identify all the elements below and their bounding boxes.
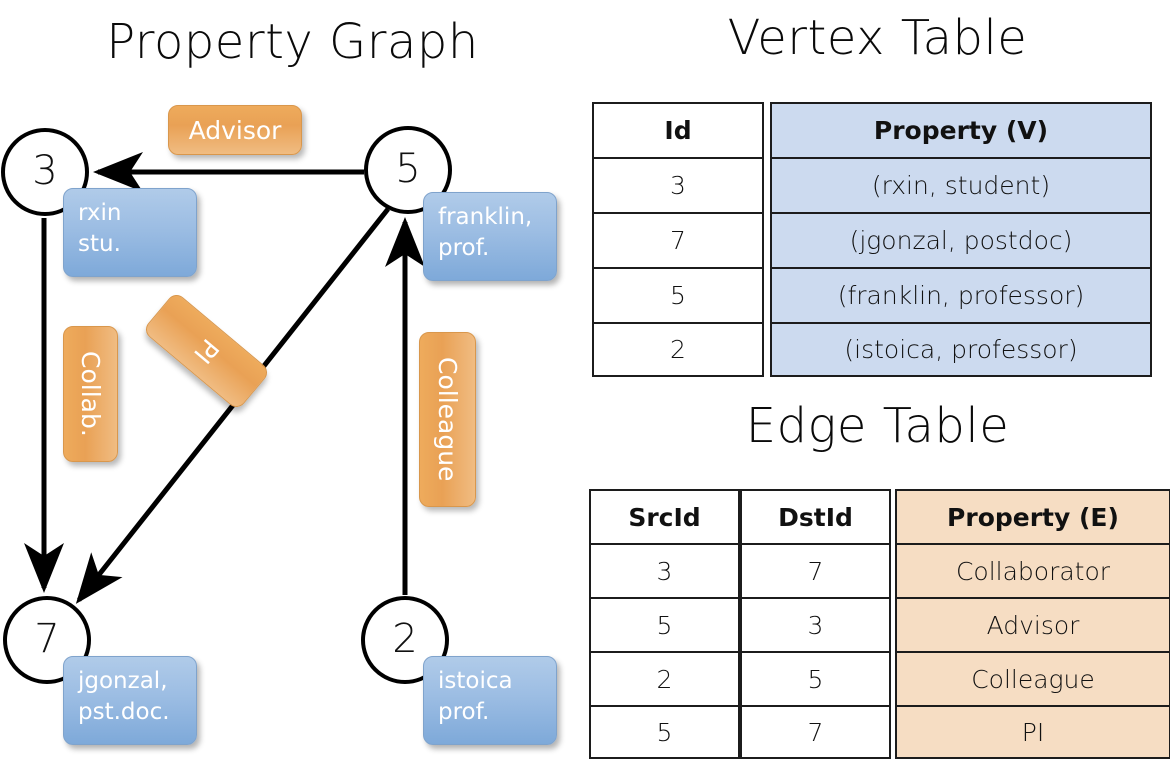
edge-table-cell-dst-3: 7 <box>740 705 891 759</box>
node-property-3-line1: rxin <box>78 200 122 226</box>
vertex-table-cell-id-3: 2 <box>592 322 764 377</box>
edge-label-advisor-text: Advisor <box>188 115 282 145</box>
edge-label-pi: PI <box>141 290 272 412</box>
node-property-box-3: rxin stu. <box>63 188 197 277</box>
node-property-7-line2: pst.doc. <box>78 699 170 726</box>
edge-table-header-dstid: DstId <box>740 489 891 543</box>
vertex-table-cell-property-3: (istoica, professor) <box>770 322 1152 377</box>
edge-table-cell-property-0: Collaborator <box>895 543 1170 597</box>
node-property-box-7: jgonzal, pst.doc. <box>63 656 197 745</box>
graph-node-2-label: 2 <box>392 616 418 662</box>
edge-table-cell-property-1: Advisor <box>895 597 1170 651</box>
edge-label-collab-text: Collab. <box>76 351 105 437</box>
vertex-table-cell-id-0: 3 <box>592 157 764 212</box>
edge-label-advisor: Advisor <box>168 105 302 155</box>
vertex-table-cell-id-1: 7 <box>592 212 764 267</box>
page-title-vertex-table: Vertex Table <box>727 10 1028 66</box>
edge-table-cell-src-1: 5 <box>589 597 740 651</box>
graph-node-3-label: 3 <box>32 148 58 194</box>
edge-table-header-srcid: SrcId <box>589 489 740 543</box>
edge-table-cell-src-0: 3 <box>589 543 740 597</box>
page-title-property-graph: Property Graph <box>106 14 479 70</box>
edge-table-cell-src-3: 5 <box>589 705 740 759</box>
edge-table-cell-property-2: Colleague <box>895 651 1170 705</box>
edge-label-colleague-text: Colleague <box>433 357 462 482</box>
edge-label-collab: Collab. <box>63 326 118 462</box>
vertex-table-header-id: Id <box>592 102 764 157</box>
node-property-box-5: franklin, prof. <box>423 192 557 281</box>
vertex-table: Id 3 7 5 2 Property (V) (rxin, student) … <box>592 102 1152 377</box>
page-title-edge-table: Edge Table <box>745 398 1010 454</box>
node-property-3-line2: stu. <box>78 231 121 258</box>
edge-table-cell-src-2: 2 <box>589 651 740 705</box>
property-graph-diagram: Advisor Collab. PI Colleague 3 5 7 2 rxi… <box>1 105 557 745</box>
edge-table-cell-dst-2: 5 <box>740 651 891 705</box>
edge-table-cell-property-3: PI <box>895 705 1170 759</box>
edge-table-cell-dst-0: 7 <box>740 543 891 597</box>
vertex-table-column-id: Id 3 7 5 2 <box>592 102 764 377</box>
vertex-table-header-property: Property (V) <box>770 102 1152 157</box>
edge-table-column-srcid: SrcId 3 5 2 5 <box>589 489 740 759</box>
graph-node-7-label: 7 <box>34 616 60 662</box>
node-property-box-2: istoica prof. <box>423 656 557 745</box>
vertex-table-cell-property-1: (jgonzal, postdoc) <box>770 212 1152 267</box>
vertex-table-cell-property-0: (rxin, student) <box>770 157 1152 212</box>
edge-table-column-dstid: DstId 7 3 5 7 <box>740 489 891 759</box>
vertex-table-column-property: Property (V) (rxin, student) (jgonzal, p… <box>770 102 1152 377</box>
graph-node-2[interactable]: 2 <box>361 596 449 684</box>
edge-table-cell-dst-1: 3 <box>740 597 891 651</box>
node-property-2-line1: istoica <box>438 668 513 694</box>
node-property-5-line2: prof. <box>438 235 490 262</box>
graph-node-5[interactable]: 5 <box>364 126 452 214</box>
edge-table-header-property: Property (E) <box>895 489 1170 543</box>
graph-node-5-label: 5 <box>395 146 421 192</box>
edge-label-colleague: Colleague <box>419 332 476 507</box>
node-property-2-line2: prof. <box>438 699 490 726</box>
node-property-7-line1: jgonzal, <box>78 668 168 694</box>
vertex-table-cell-id-2: 5 <box>592 267 764 322</box>
edge-label-pi-text: PI <box>188 333 225 369</box>
node-property-5-line1: franklin, <box>438 204 533 230</box>
vertex-table-cell-property-2: (franklin, professor) <box>770 267 1152 322</box>
edge-table: SrcId 3 5 2 5 DstId 7 3 5 7 Property (E)… <box>589 489 1170 759</box>
edge-table-column-property: Property (E) Collaborator Advisor Collea… <box>895 489 1170 759</box>
